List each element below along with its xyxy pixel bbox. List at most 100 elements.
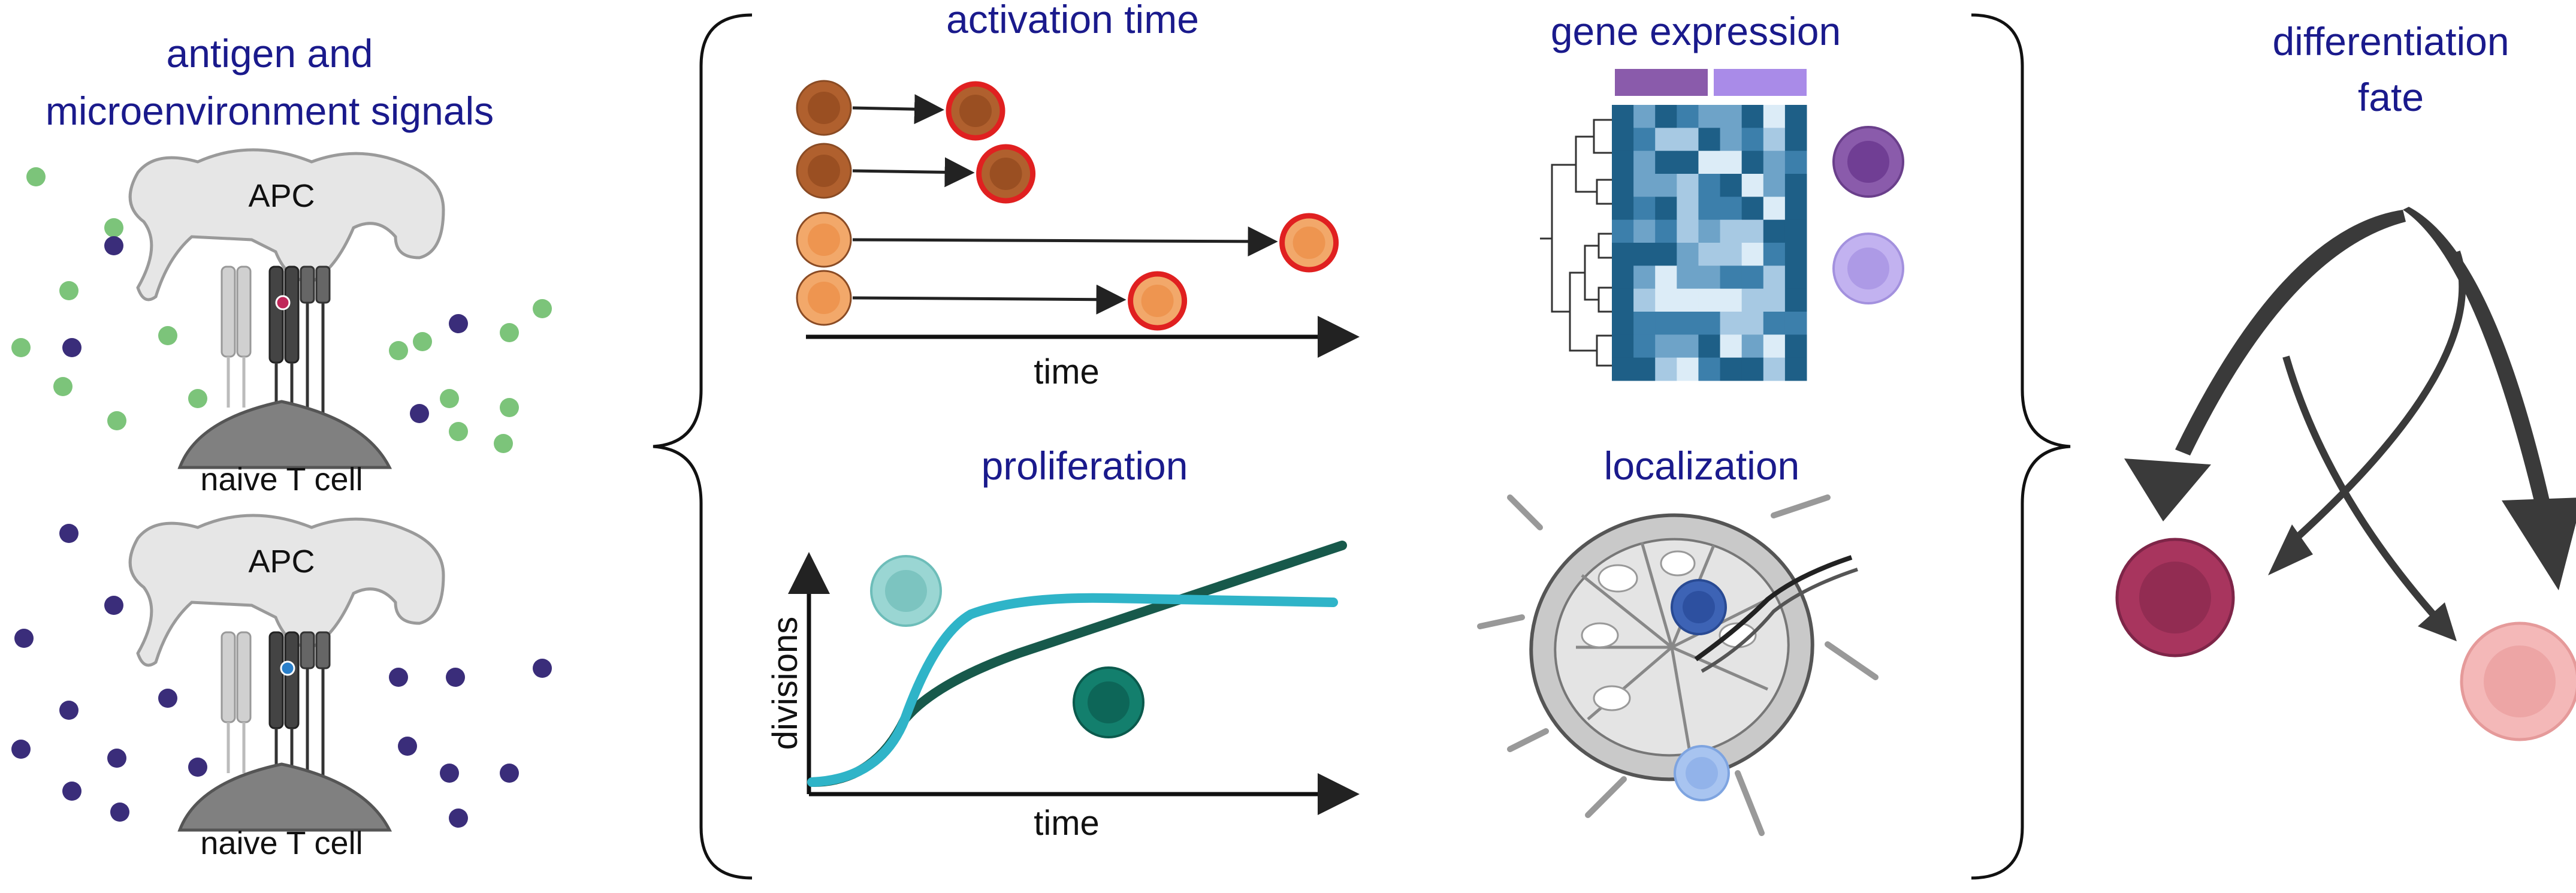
purple-cell (1832, 126, 1904, 198)
heatmap-cell (1633, 243, 1656, 266)
heatmap-cell (1784, 105, 1807, 128)
heatmap-cell (1633, 312, 1656, 335)
heatmap-cell (1784, 128, 1807, 152)
heatmap-cell (1720, 357, 1743, 381)
heatmap-cell (1677, 219, 1699, 243)
activation-time-title: activation time (946, 0, 1199, 41)
purple-ligand-dot (59, 524, 78, 543)
fate-arrow-thin-left (2292, 251, 2466, 542)
heatmap-cell (1698, 197, 1721, 221)
heatmap-cell (1763, 357, 1786, 381)
heatmap-cell (1677, 266, 1699, 289)
heatmap-cell (1741, 105, 1764, 128)
activation-time-panel: activation time time (796, 0, 1360, 391)
heatmap-cell (1720, 312, 1743, 335)
heatmap-cell (1784, 197, 1807, 221)
heatmap-cell (1612, 334, 1634, 358)
purple-ligand-dot (449, 314, 468, 333)
heatmap-cell (1763, 174, 1786, 197)
light-blue-cell-node (1674, 745, 1730, 801)
green-ligand-dot (413, 332, 432, 351)
resting-cell (796, 80, 852, 136)
ligand-dots-bottom (11, 524, 552, 828)
proliferation-curve-teal (807, 593, 1338, 787)
activation-rows (796, 80, 1339, 331)
heatmap-cell (1655, 243, 1677, 266)
heatmap-cell (1612, 174, 1634, 197)
lymph-node (1477, 494, 1879, 836)
purple-ligand-dot (440, 764, 459, 783)
green-ligand-dot (500, 398, 519, 417)
heatmap-cell (1698, 288, 1721, 312)
purple-ligand-dot (449, 808, 468, 828)
heatmap-cell (1763, 150, 1786, 174)
activation-arrow (852, 157, 975, 188)
green-ligand-dot (440, 389, 459, 408)
purple-ligand-dot (446, 668, 465, 687)
naive-tcell-bottom (177, 762, 392, 832)
gene-expression-panel: gene expression (1540, 9, 1904, 381)
heatmap-cell (1698, 128, 1721, 152)
green-ligand-dot (449, 422, 468, 441)
heatmap-cell (1655, 219, 1677, 243)
heatmap-cell (1763, 219, 1786, 243)
activation-time-axis-label: time (1034, 352, 1100, 391)
activated-cell (976, 144, 1036, 204)
heatmap-cell (1633, 174, 1656, 197)
heatmap (1612, 105, 1807, 381)
heatmap-cell (1677, 105, 1699, 128)
heatmap-cell (1633, 105, 1656, 128)
heatmap-cell (1655, 288, 1677, 312)
green-ligand-dot (53, 377, 73, 396)
apc-label-bottom: APC (248, 544, 315, 580)
left-title-line1: antigen and (167, 31, 373, 76)
heatmap-cell (1784, 288, 1807, 312)
heatmap-cell (1633, 150, 1656, 174)
heatmap-cell (1763, 266, 1786, 289)
heatmap-cell (1612, 150, 1634, 174)
heatmap-cell (1720, 105, 1743, 128)
teal-cell (870, 555, 942, 627)
heatmap-cell (1784, 243, 1807, 266)
heatmap-cell (1612, 243, 1634, 266)
gene-expression-title: gene expression (1551, 9, 1841, 53)
heatmap-cell (1655, 197, 1677, 221)
left-title-line2: microenvironment signals (46, 89, 494, 133)
naive-tcell-top (177, 400, 392, 469)
activation-arrow (852, 94, 944, 125)
green-ligand-dot (158, 326, 177, 345)
heatmap-cell (1720, 288, 1743, 312)
differentiation-panel: differentiation fate (2115, 19, 2576, 741)
receptor-complex-bottom (221, 631, 331, 779)
fate-arrow-thin-right (2282, 355, 2439, 620)
tcell-label-bottom: naive T cell (200, 825, 363, 861)
heatmap-cell (1612, 312, 1634, 335)
heatmap-cell (1612, 197, 1634, 221)
left-panel: antigen and microenvironment signals APC (11, 31, 552, 861)
heatmap-cell (1763, 128, 1786, 152)
heatmap-cell (1720, 197, 1743, 221)
heatmap-cell (1741, 150, 1764, 174)
heatmap-cell (1655, 357, 1677, 381)
proliferation-panel: proliferation divisions time (766, 444, 1360, 843)
heatmap-cell (1741, 334, 1764, 358)
activated-cell (946, 81, 1005, 141)
green-ligand-dot (11, 338, 31, 357)
differentiation-title-line1: differentiation (2272, 19, 2509, 64)
apc-label-top: APC (248, 178, 315, 214)
antigen-peptide-bottom (280, 660, 295, 676)
heatmap-cell (1784, 312, 1807, 335)
green-ligand-dot (104, 218, 123, 237)
fate-arrow-thick-left (2175, 210, 2406, 455)
green-ligand-dot (389, 341, 408, 360)
heatmap-cell (1677, 357, 1699, 381)
purple-ligand-dot (410, 404, 429, 423)
heatmap-cell (1698, 219, 1721, 243)
fate-arrow-thin-right-head (2418, 602, 2457, 641)
lavender-cell (1832, 233, 1904, 304)
purple-ligand-dot (62, 338, 81, 357)
heatmap-cell (1633, 197, 1656, 221)
heatmap-cell (1784, 174, 1807, 197)
differentiation-title-line2: fate (2358, 75, 2424, 119)
